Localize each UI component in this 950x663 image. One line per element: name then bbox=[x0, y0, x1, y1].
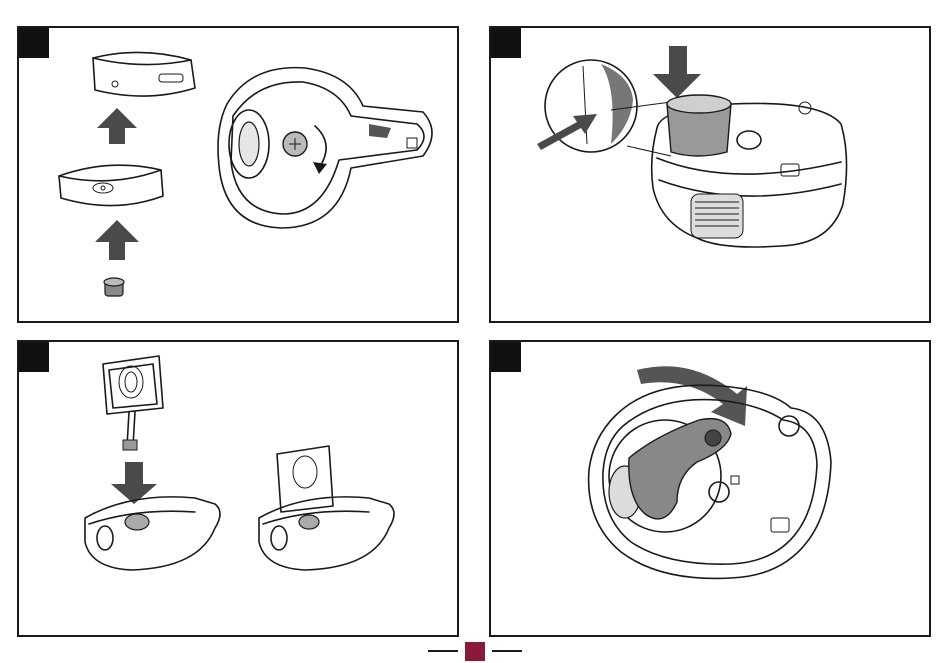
panel-2-illustration bbox=[491, 28, 929, 321]
lid-piece-icon bbox=[93, 52, 195, 96]
page-marker-square bbox=[465, 642, 485, 661]
machine-topview-icon bbox=[589, 385, 831, 578]
lid-cap-icon bbox=[629, 419, 731, 519]
instruction-panel-4 bbox=[489, 340, 931, 637]
up-arrow-icon bbox=[97, 108, 137, 144]
panel-1-illustration bbox=[19, 28, 457, 321]
page-footer bbox=[0, 640, 950, 663]
instruction-panel-3 bbox=[17, 340, 459, 637]
footer-rule-left bbox=[428, 650, 458, 652]
panel-4-illustration bbox=[491, 342, 929, 635]
magnifier-detail-icon bbox=[545, 60, 671, 156]
up-arrow-icon bbox=[95, 220, 139, 260]
rotate-arrow-icon bbox=[313, 126, 327, 174]
instruction-panel-1 bbox=[17, 26, 459, 323]
knob-icon bbox=[104, 278, 124, 296]
paddle-icon bbox=[103, 356, 163, 450]
footer-rule-right bbox=[492, 650, 522, 652]
panel-3-illustration bbox=[19, 342, 457, 635]
base-piece-icon bbox=[59, 165, 163, 205]
down-arrow-icon bbox=[653, 46, 701, 98]
instruction-panel-2 bbox=[489, 26, 931, 323]
lid-with-paddle-icon bbox=[259, 446, 394, 570]
curved-arrow-icon bbox=[637, 366, 747, 426]
lid-topview-icon bbox=[218, 68, 432, 228]
lid-with-paddle-icon bbox=[85, 497, 220, 570]
